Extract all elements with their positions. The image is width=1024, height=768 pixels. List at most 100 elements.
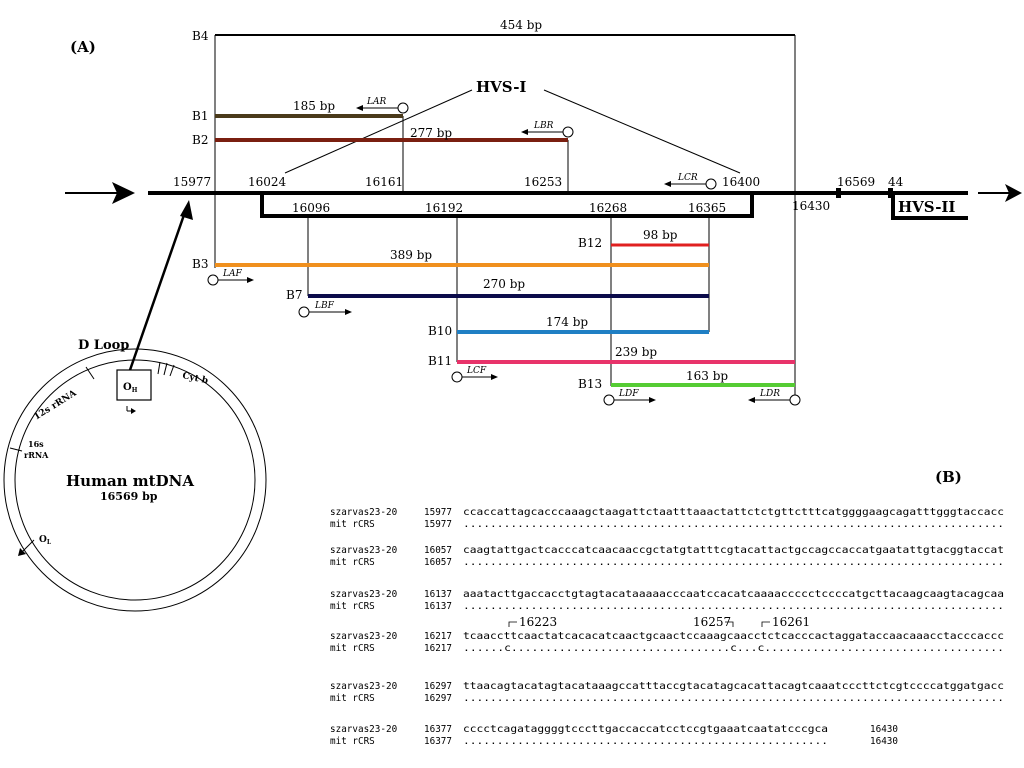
alignment-pos: 16297	[424, 693, 452, 704]
rrna12-label: 12s rRNA	[32, 388, 79, 423]
alignment-pos: 16297	[424, 681, 452, 692]
svg-text:LBF: LBF	[314, 301, 335, 311]
alignment-seq: ........................................…	[463, 557, 1004, 568]
fragment-b4-id: B4	[192, 29, 209, 43]
fragment-b1-size: 185 bp	[293, 99, 335, 113]
human-mtdna-circle	[3, 348, 267, 612]
fragment-b10-id: B10	[428, 324, 452, 338]
alignment-name: szarvas23-20	[330, 631, 397, 642]
hvs1-bracket	[260, 193, 754, 218]
oh-label: OH	[123, 382, 138, 394]
alignment-end: 16430	[870, 724, 898, 735]
alignment-name: mit rCRS	[330, 519, 375, 530]
hvs1-right-line	[543, 89, 741, 174]
primer-ldf: LDF	[603, 389, 656, 406]
primer-lar: LAR	[356, 97, 409, 114]
alignment-name: mit rCRS	[330, 557, 375, 568]
pos-44: 44	[888, 175, 904, 189]
alignment-pos: 16057	[424, 557, 452, 568]
svg-text:LDR: LDR	[759, 389, 780, 399]
alignment-row-sample: szarvas23-20 16297 ttaacagtacatagtacataaag…	[330, 681, 1004, 692]
primer-ldr: LDR	[748, 389, 801, 406]
pos-16024: 16024	[248, 175, 287, 189]
alignment-seq: ........................................…	[463, 693, 1004, 704]
pos-16253: 16253	[524, 175, 562, 189]
alignment-name: mit rCRS	[330, 601, 375, 612]
svg-text:LCF: LCF	[466, 366, 487, 376]
fragment-b2-size: 277 bp	[410, 126, 452, 140]
primer-laf: LAF	[207, 269, 254, 286]
left-arrow-icon	[65, 182, 135, 204]
alignment-pos: 16057	[424, 545, 452, 556]
alignment-name: szarvas23-20	[330, 681, 397, 692]
fragment-b3-size: 389 bp	[390, 248, 432, 262]
fragment-b13-id: B13	[578, 377, 602, 391]
alignment-name: szarvas23-20	[330, 545, 397, 556]
alignment-pos: 16137	[424, 589, 452, 600]
rrna16-label-b: rRNA	[24, 450, 49, 460]
alignment-pos: 16217	[424, 631, 452, 642]
pos-16430: 16430	[792, 199, 830, 213]
fragment-b1-id: B1	[192, 109, 208, 123]
fragment-b12-id: B12	[578, 236, 602, 250]
alignment-seq: aaatacttgaccacctgtagtacataaaaacccaatccac…	[463, 589, 1004, 600]
fragment-b11-id: B11	[428, 354, 452, 368]
pos-15977: 15977	[173, 175, 211, 189]
alignment-pos: 16377	[424, 724, 452, 735]
pos-16096: 16096	[292, 201, 330, 215]
fragment-b7-size: 270 bp	[483, 277, 525, 291]
alignment-name: mit rCRS	[330, 693, 375, 704]
alignment-row-sample: szarvas23-20 16217 tcaaccttcaactatcacacatc…	[330, 631, 1004, 642]
alignment-pos: 15977	[424, 519, 452, 530]
alignment-row-reference: mit rCRS 16297...........................…	[330, 693, 1004, 704]
dloop-label: D Loop	[78, 338, 129, 353]
alignment-pos: 15977	[424, 507, 452, 518]
hvs2-bracket	[891, 193, 968, 220]
fragment-b10-size: 174 bp	[546, 315, 588, 329]
tick-16569	[836, 188, 841, 198]
hvs1-left-line	[284, 89, 473, 174]
right-arrow-icon	[978, 184, 1022, 202]
ol-direction-arrow-icon	[18, 539, 35, 556]
primer-lbr: LBR	[521, 121, 574, 138]
mtdna-size: 16569 bp	[100, 490, 158, 503]
alignment-end: 16430	[870, 736, 898, 747]
alignment-seq: ttaacagtacatagtacataaagccatttaccgtacatag…	[463, 681, 1004, 692]
tick-44	[888, 188, 893, 198]
alignment-pos: 16217	[424, 643, 452, 654]
alignment-name: mit rCRS	[330, 736, 375, 747]
mutation-16261: 16261	[772, 615, 810, 629]
alignment-row-sample: szarvas23-20 16377 cccctcagataggggtcccttga…	[330, 724, 898, 735]
alignment-seq: ........................................…	[463, 736, 828, 747]
alignment-name: szarvas23-20	[330, 507, 397, 518]
rrna16-label-a: 16s	[28, 439, 44, 449]
fragment-b2-id: B2	[192, 133, 208, 147]
alignment-seq: ........................................…	[463, 519, 1004, 530]
ol-label: OL	[39, 535, 52, 546]
alignment-seq: cccctcagataggggtcccttgaccaccatcctccgtgaa…	[463, 724, 828, 735]
pos-16161: 16161	[365, 175, 403, 189]
panel-a-label: (A)	[70, 38, 96, 56]
cytb-label: Cyt b	[181, 371, 208, 386]
pos-16365: 16365	[688, 201, 726, 215]
fragment-b4-size: 454 bp	[500, 18, 542, 32]
alignment-name: szarvas23-20	[330, 724, 397, 735]
primer-lcr: LCR	[664, 173, 717, 190]
fragment-b13-size: 163 bp	[686, 369, 728, 383]
fragment-b11-size: 239 bp	[615, 345, 657, 359]
alignment-pos: 16137	[424, 601, 452, 612]
mutation-16223: 16223	[519, 615, 557, 629]
alignment-seq: tcaaccttcaactatcacacatcaactgcaactccaaagc…	[463, 631, 1004, 642]
svg-text:LAF: LAF	[222, 269, 242, 279]
svg-text:LAR: LAR	[366, 97, 386, 107]
primer-lbf: LBF	[298, 301, 352, 318]
hvs1-label: HVS-I	[476, 78, 526, 96]
